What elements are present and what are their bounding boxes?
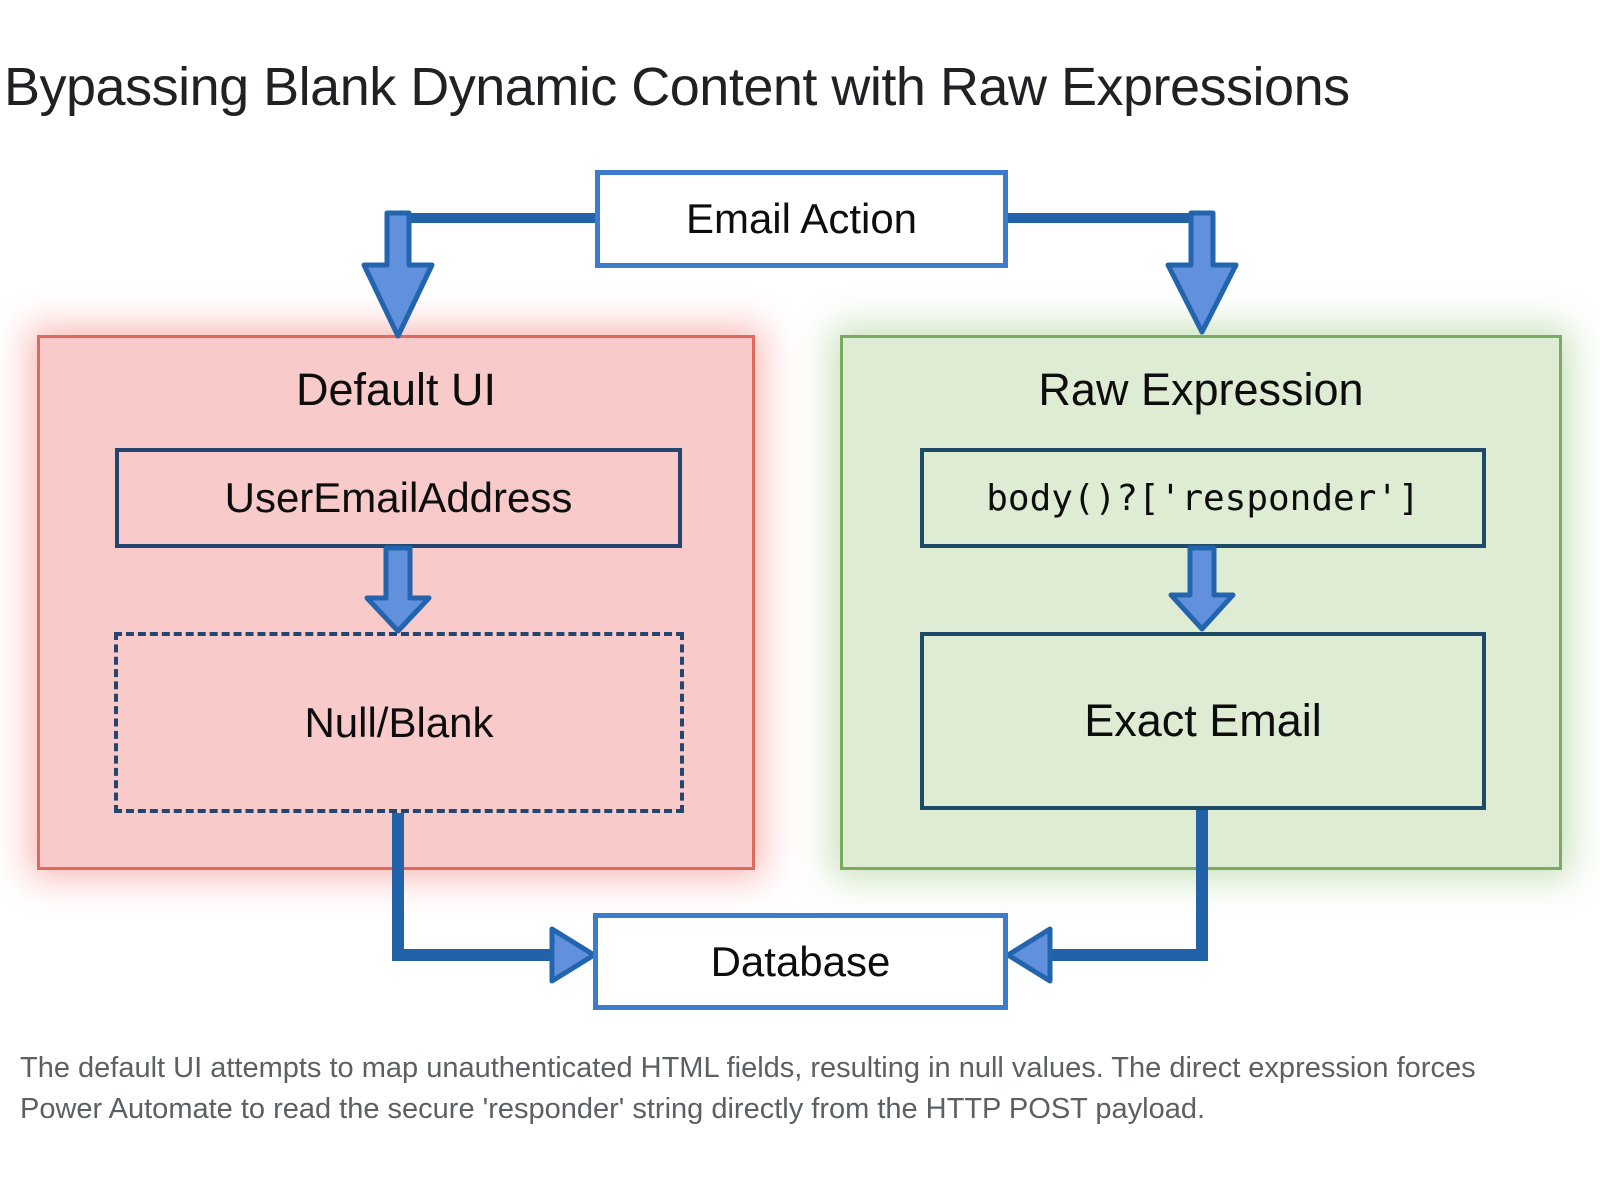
down-arrow-icon-right (1165, 210, 1239, 335)
null-blank-label: Null/Blank (304, 698, 494, 746)
left-arrowhead-icon (1005, 926, 1053, 984)
email-action-node: Email Action (595, 170, 1008, 268)
exact-email-box: Exact Email (920, 632, 1486, 810)
exact-email-label: Exact Email (1084, 695, 1322, 746)
raw-expression-panel: Raw Expression body()?['responder'] Exac… (840, 335, 1562, 870)
right-arrowhead-icon (549, 926, 597, 984)
page-title: Bypassing Blank Dynamic Content with Raw… (4, 57, 1350, 117)
database-label: Database (710, 937, 891, 985)
default-ui-heading: Default UI (295, 364, 497, 415)
raw-expression-heading: Raw Expression (1038, 364, 1364, 415)
user-email-address-label: UserEmailAddress (224, 474, 573, 521)
figure-caption: The default UI attempts to map unauthent… (20, 1052, 1476, 1126)
down-arrow-icon-left (361, 210, 435, 339)
responder-expression-label: body()?['responder'] (986, 477, 1420, 519)
default-ui-panel: Default UI UserEmailAddress Null/Blank (37, 335, 755, 870)
responder-expression-box: body()?['responder'] (920, 448, 1486, 548)
database-node: Database (593, 913, 1008, 1010)
email-action-label: Email Action (685, 195, 918, 242)
null-blank-box: Null/Blank (114, 632, 684, 813)
user-email-address-box: UserEmailAddress (115, 448, 682, 548)
